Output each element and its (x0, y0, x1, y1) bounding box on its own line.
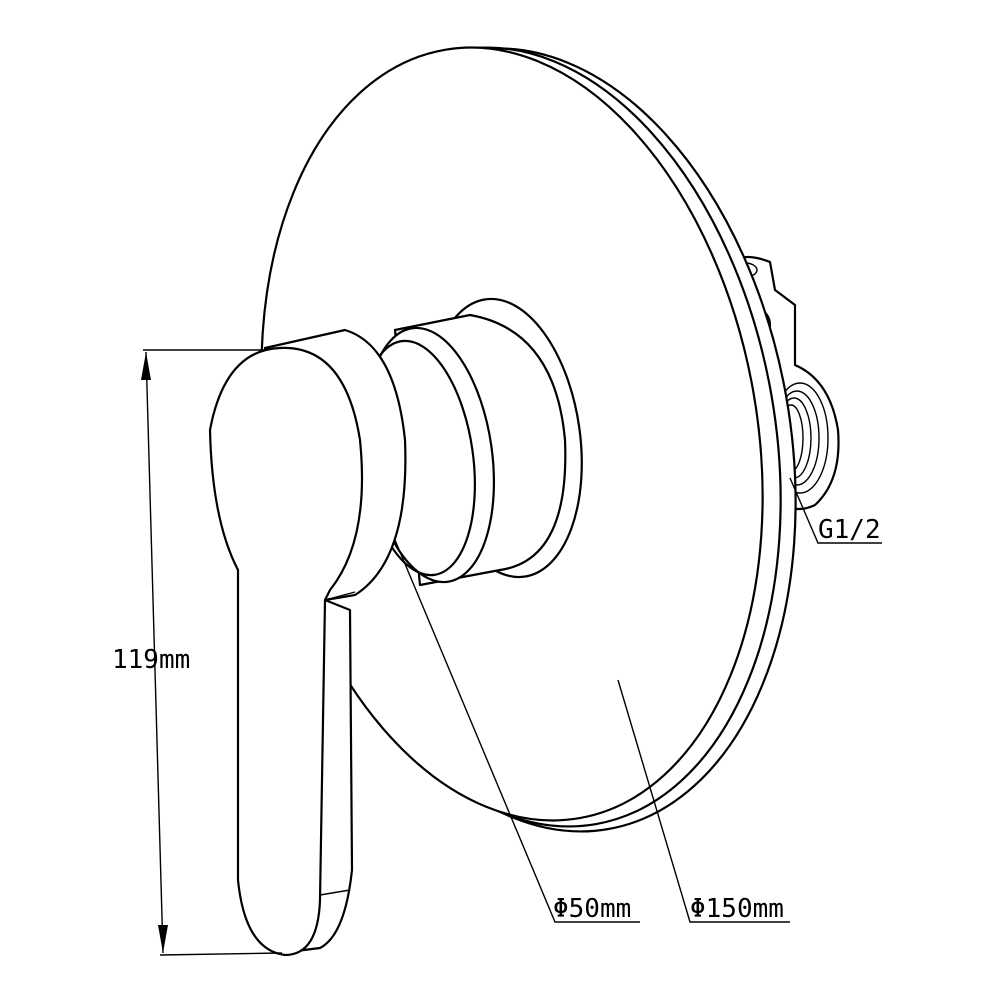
height-dimension: 119mm (112, 349, 283, 956)
lever-handle (208, 328, 407, 957)
plate-diameter-label: Φ150mm (690, 894, 784, 924)
plate-diameter-callout: Φ150mm (617, 679, 790, 924)
handle-diameter-label: Φ50mm (553, 894, 631, 924)
handle-diameter-callout: Φ50mm (394, 539, 640, 924)
height-label: 119mm (112, 645, 190, 675)
handle-cylinder (360, 297, 583, 587)
thread-label: G1/2 (818, 515, 881, 545)
thread-callout: G1/2 (789, 477, 882, 545)
